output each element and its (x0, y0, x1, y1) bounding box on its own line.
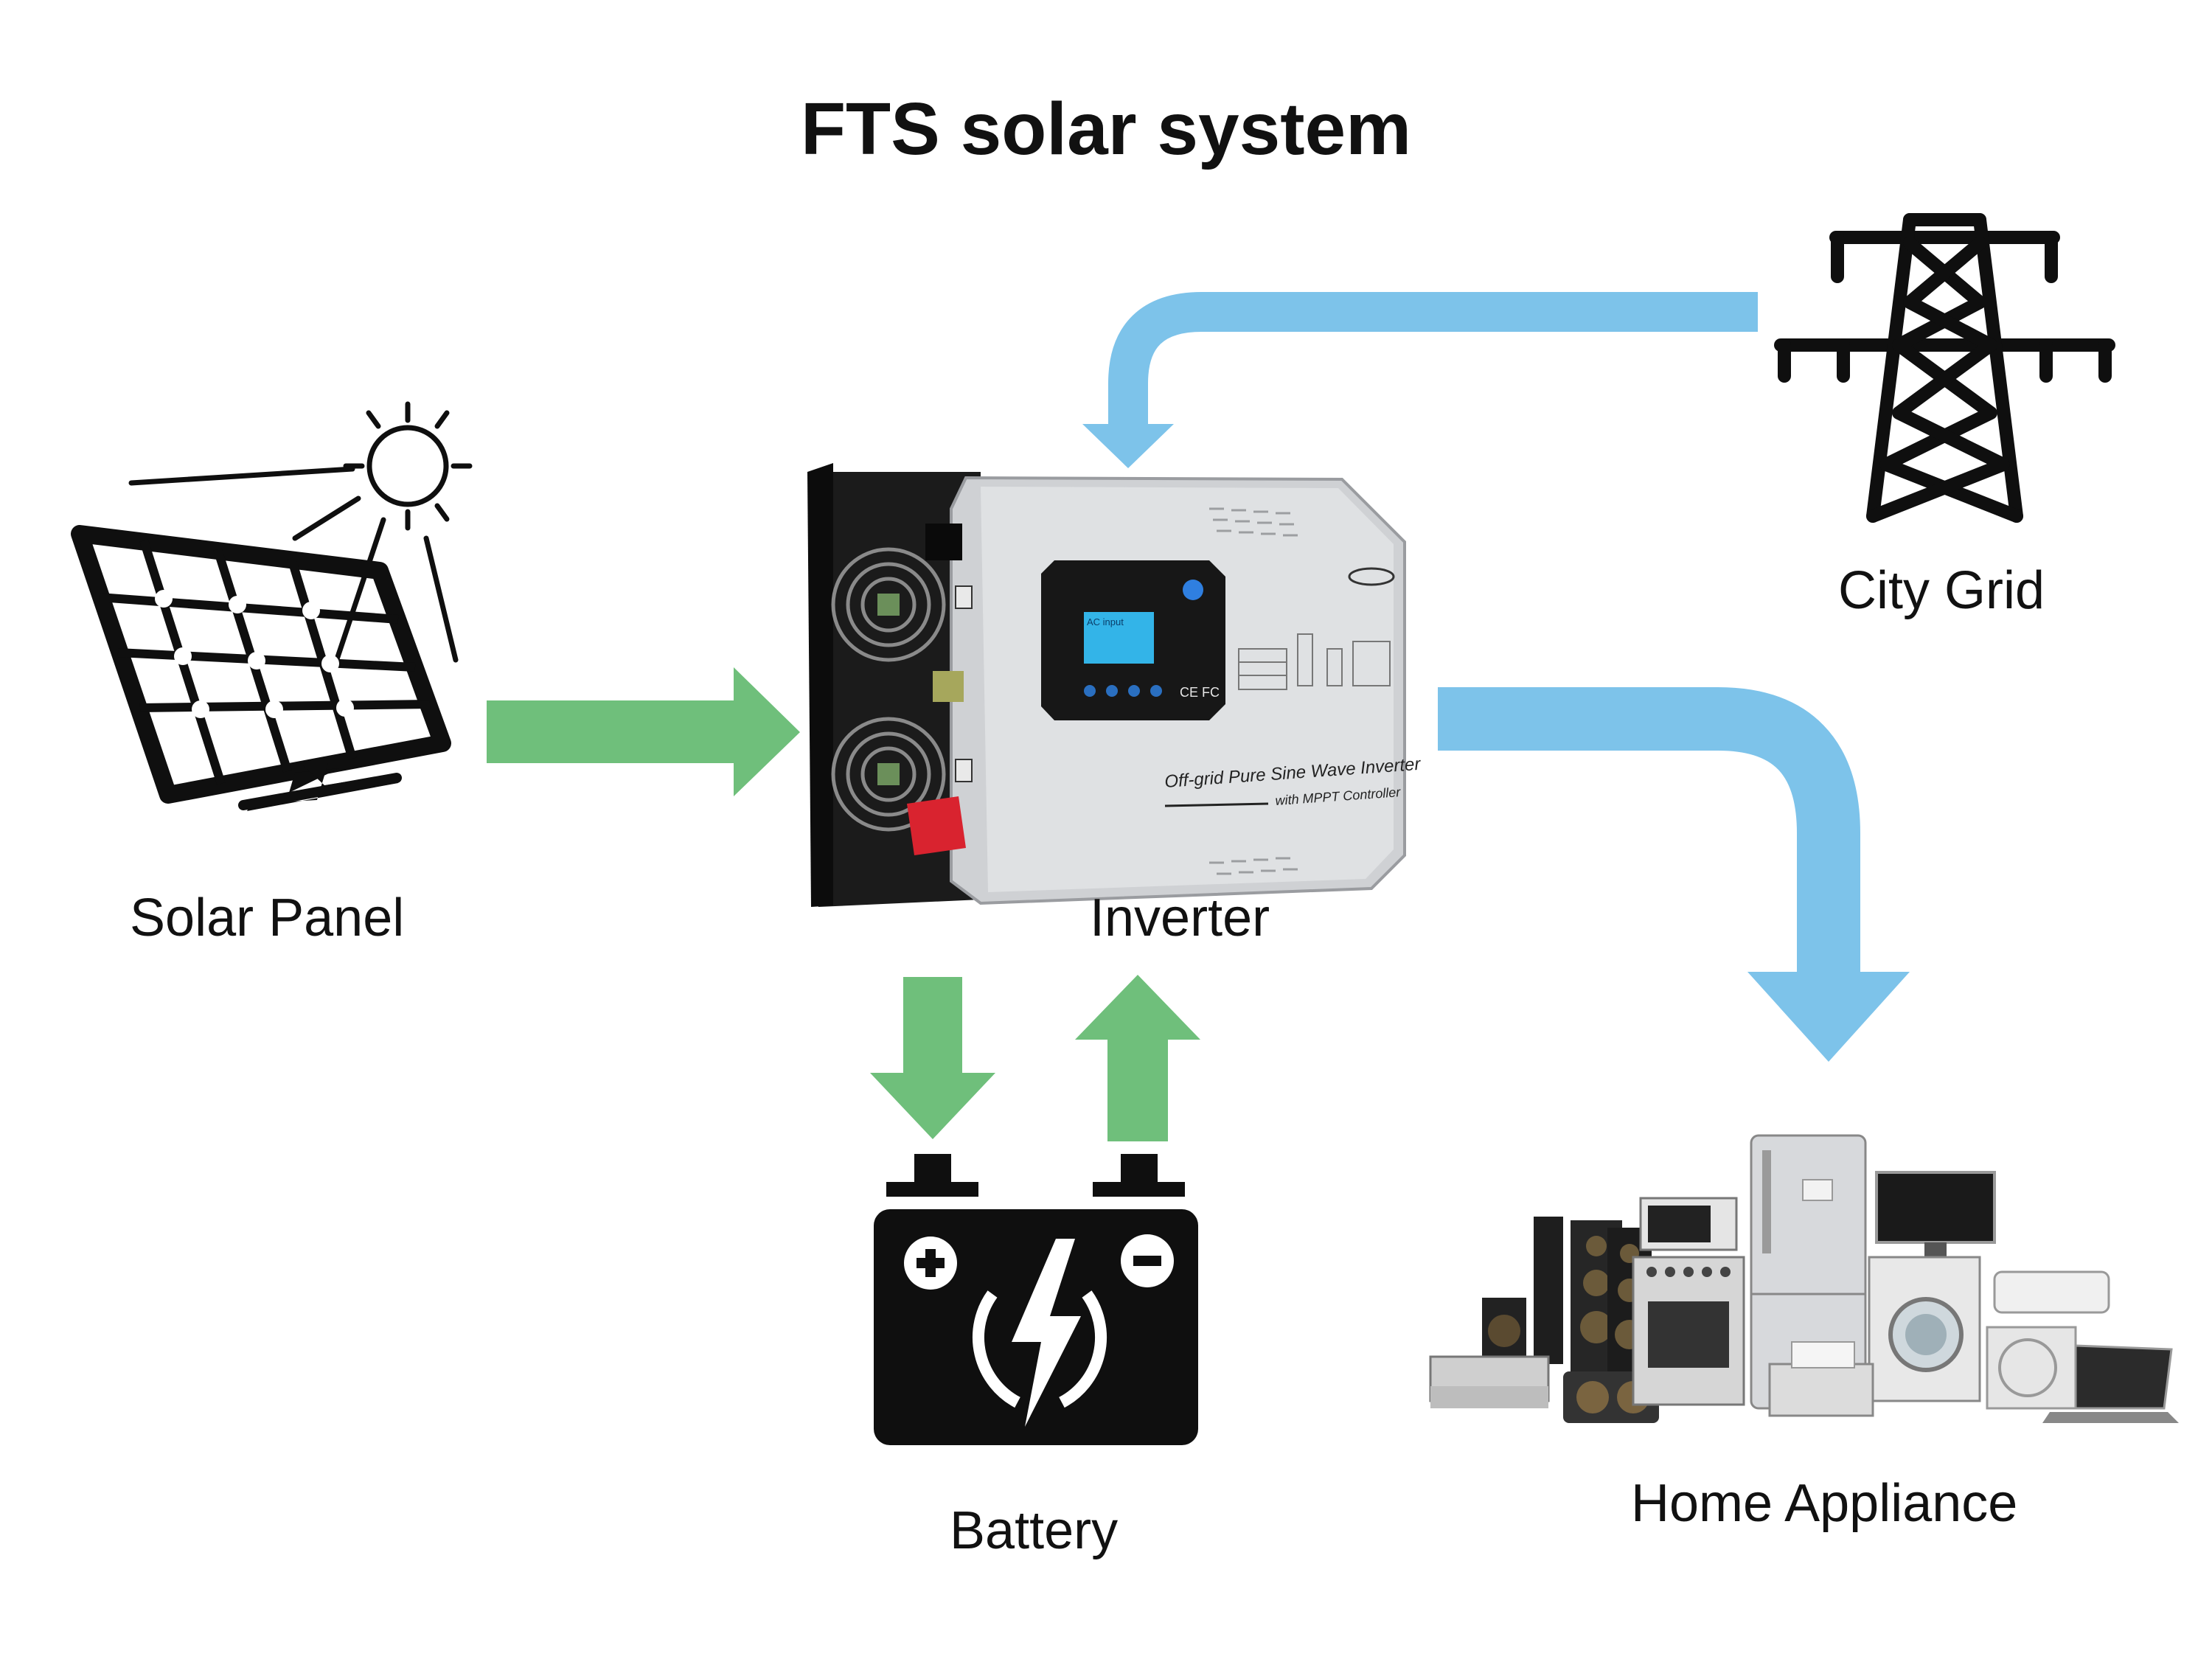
inverter-lcd-text: AC input (1087, 616, 1124, 627)
label-battery: Battery (950, 1501, 1119, 1560)
arrow-battery-to-inverter (1075, 975, 1200, 1141)
inverter-cert-text: CE FC (1180, 685, 1220, 700)
label-city-grid: City Grid (1838, 561, 2045, 620)
label-inverter: Inverter (1090, 888, 1270, 947)
sun-icon (128, 401, 473, 667)
solar-panel-icon (71, 525, 451, 811)
arrow-inverter-to-appliance (1438, 687, 1910, 1062)
transmission-tower-icon (1774, 213, 2115, 523)
label-solar-panel: Solar Panel (130, 888, 405, 947)
home-appliances-icon (1429, 1134, 2179, 1423)
battery-icon (874, 1154, 1198, 1445)
arrow-grid-to-inverter (1082, 292, 1758, 468)
diagram-title: FTS solar system (800, 88, 1412, 170)
arrow-inverter-to-battery (870, 977, 995, 1139)
arrow-solar-to-inverter (487, 667, 800, 796)
inverter-icon: AC input CE FC Off-grid Pure Sine Wave I… (807, 463, 1422, 907)
label-home-appliance: Home Appliance (1631, 1474, 2018, 1533)
